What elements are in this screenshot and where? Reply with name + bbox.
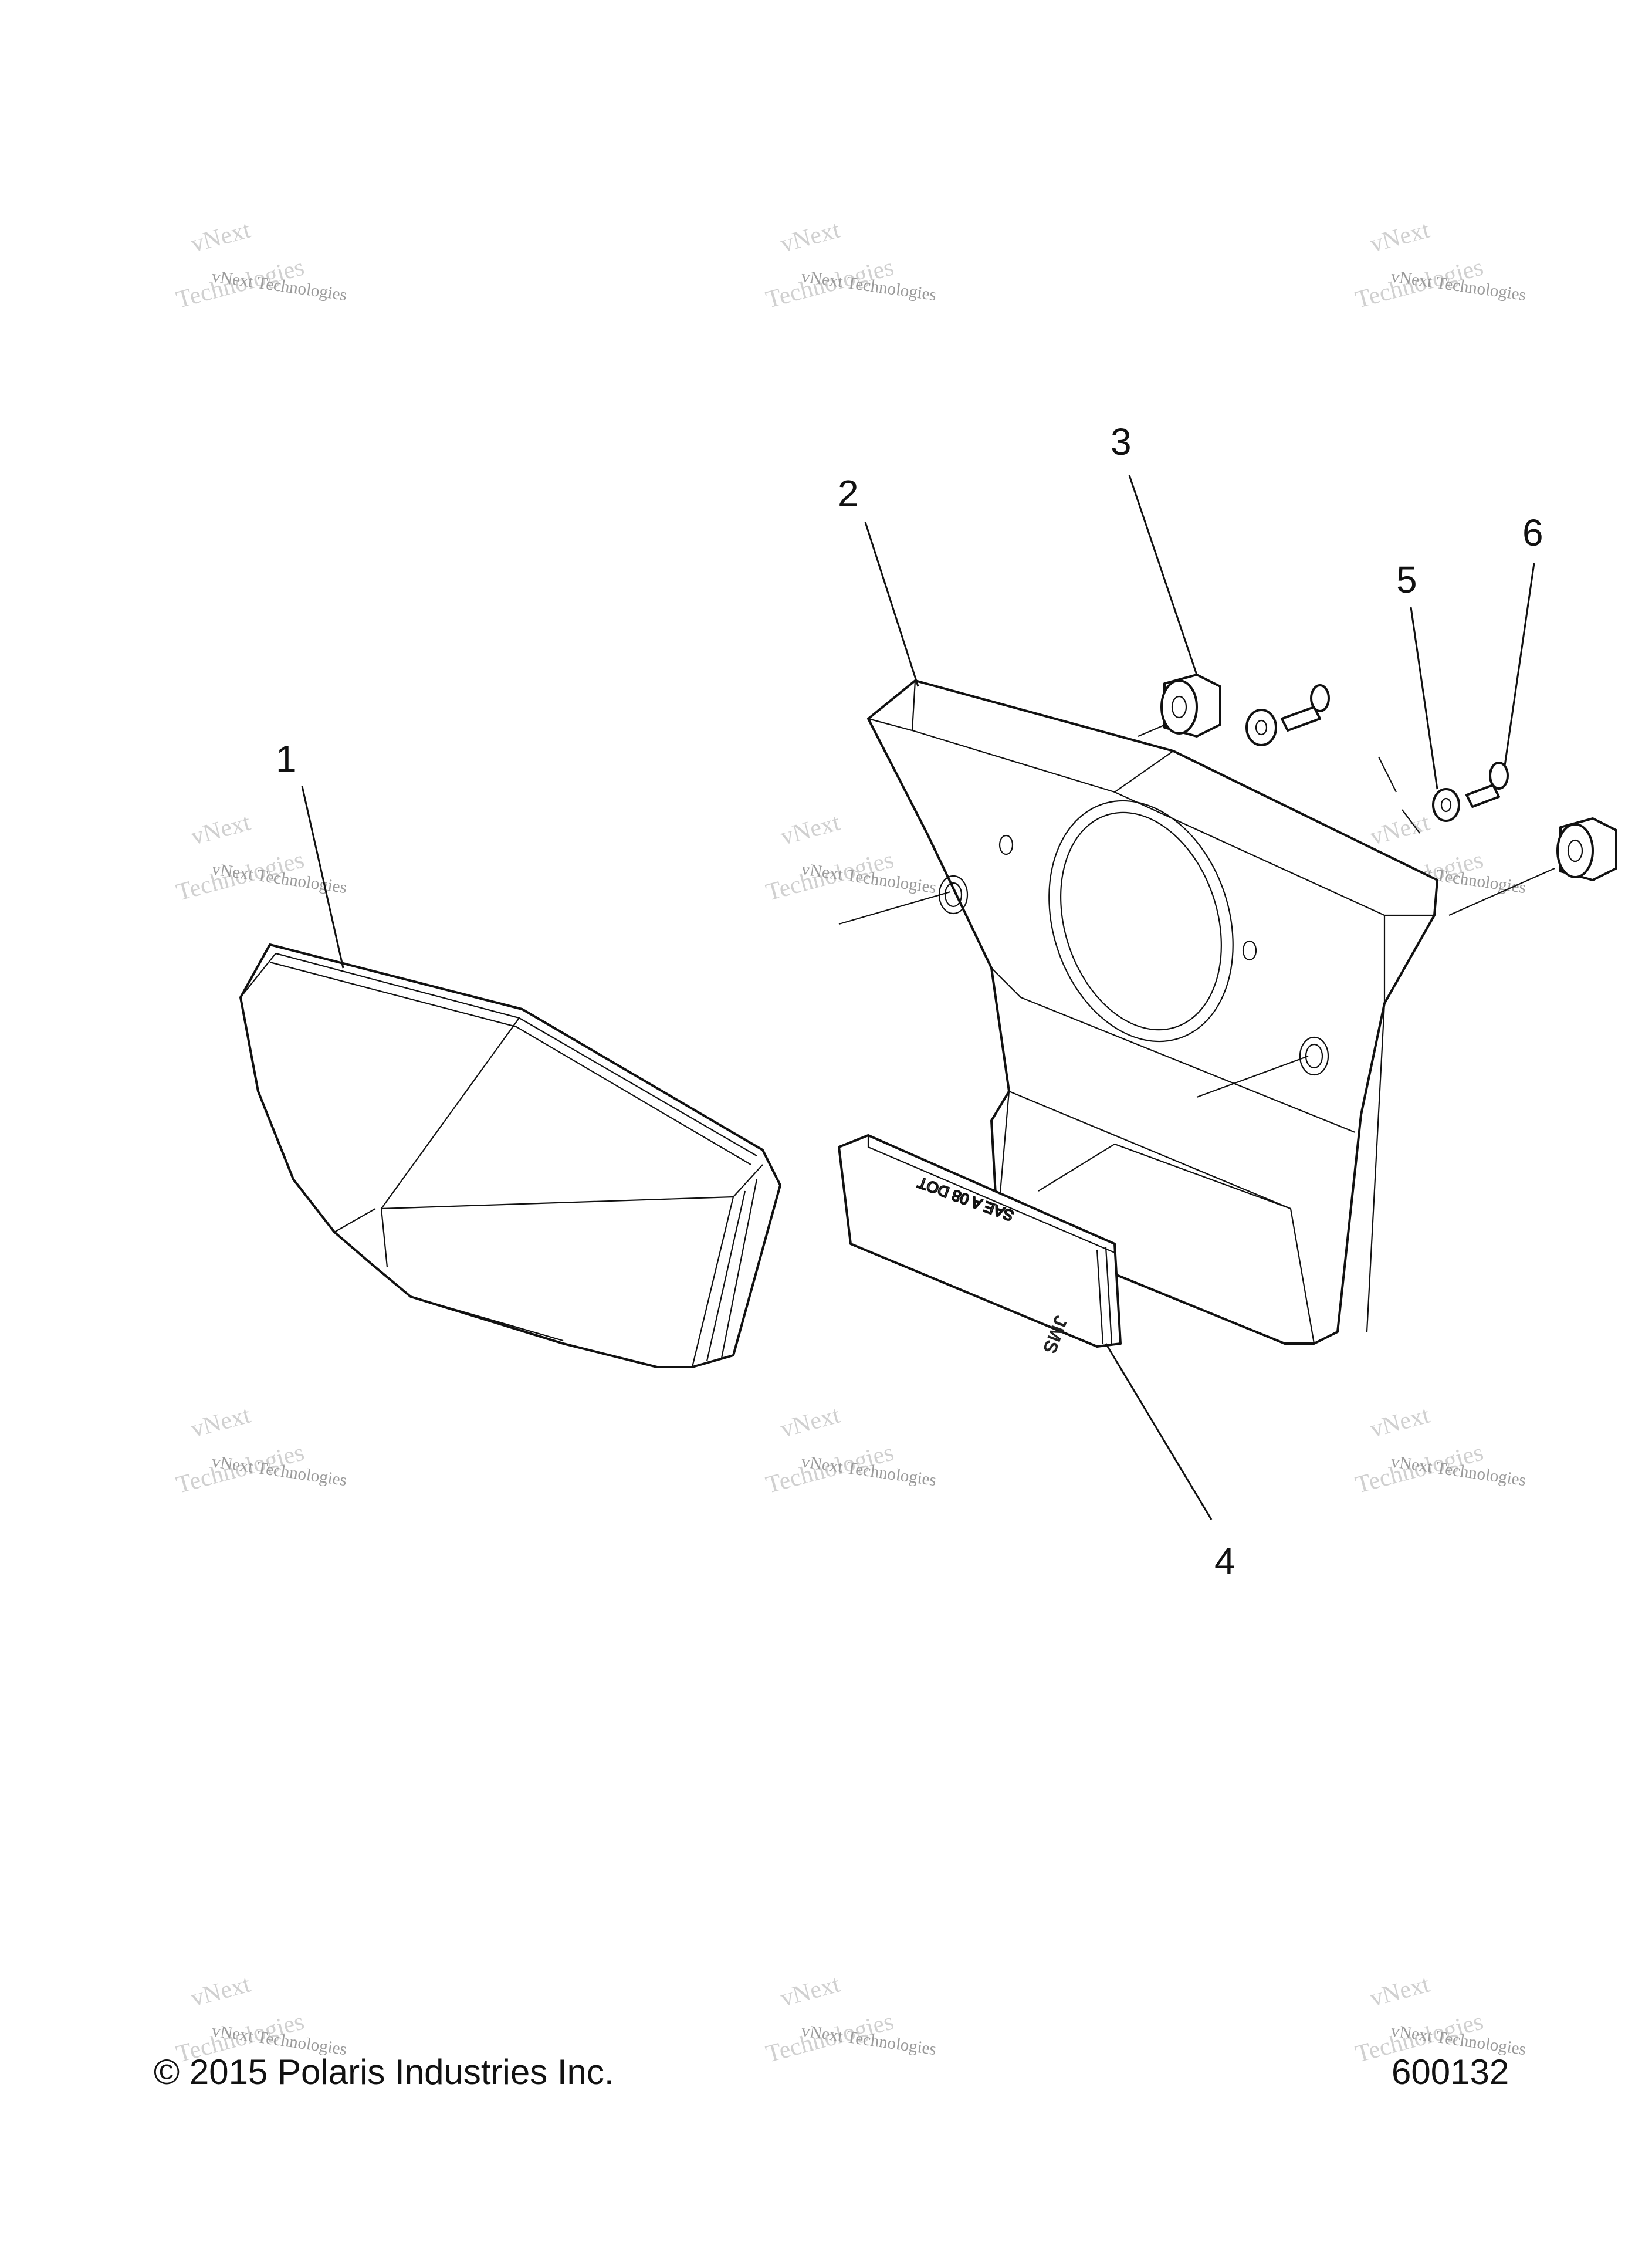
part-3-flange-nut bbox=[1160, 674, 1617, 881]
watermark-logo-top: vNext bbox=[778, 1971, 843, 2012]
callout-4: 4 bbox=[1214, 1540, 1235, 1582]
part-1-lamp-lens bbox=[239, 943, 781, 1368]
watermark-logo-top: vNext bbox=[1367, 1402, 1433, 1443]
part-2-bracket bbox=[838, 679, 1555, 1345]
part-4-reflector-lens: SAE A 08 DOT JMS bbox=[838, 1134, 1122, 1356]
callout-6: 6 bbox=[1522, 512, 1543, 554]
watermark-logo-top: vNext bbox=[778, 216, 843, 258]
callout-labels: 1 2 3 4 5 6 bbox=[276, 421, 1543, 1582]
watermark-logo-top: vNext bbox=[188, 1402, 253, 1443]
copyright-text: © 2015 Polaris Industries Inc. bbox=[154, 2052, 614, 2092]
callout-5: 5 bbox=[1396, 559, 1417, 601]
part-5-washer bbox=[1245, 709, 1460, 822]
figure-number: 600132 bbox=[1392, 2052, 1509, 2092]
callout-3: 3 bbox=[1111, 421, 1132, 463]
watermark-logo-top: vNext bbox=[778, 809, 843, 851]
watermark-logo-top: vNext bbox=[188, 809, 253, 851]
watermark-logo-top: vNext bbox=[778, 1402, 843, 1443]
watermark-logo-top: vNext bbox=[1367, 1971, 1433, 2012]
watermark-logo-top: vNext bbox=[1367, 216, 1433, 258]
callout-1: 1 bbox=[276, 738, 297, 780]
watermark-logo-top: vNext bbox=[188, 1971, 253, 2012]
watermark-logo-top: vNext bbox=[1367, 809, 1433, 851]
callout-leaders bbox=[301, 475, 1535, 1520]
watermark-logo-top: vNext bbox=[188, 216, 253, 258]
part-6-screw bbox=[1281, 684, 1509, 808]
callout-2: 2 bbox=[838, 472, 859, 515]
